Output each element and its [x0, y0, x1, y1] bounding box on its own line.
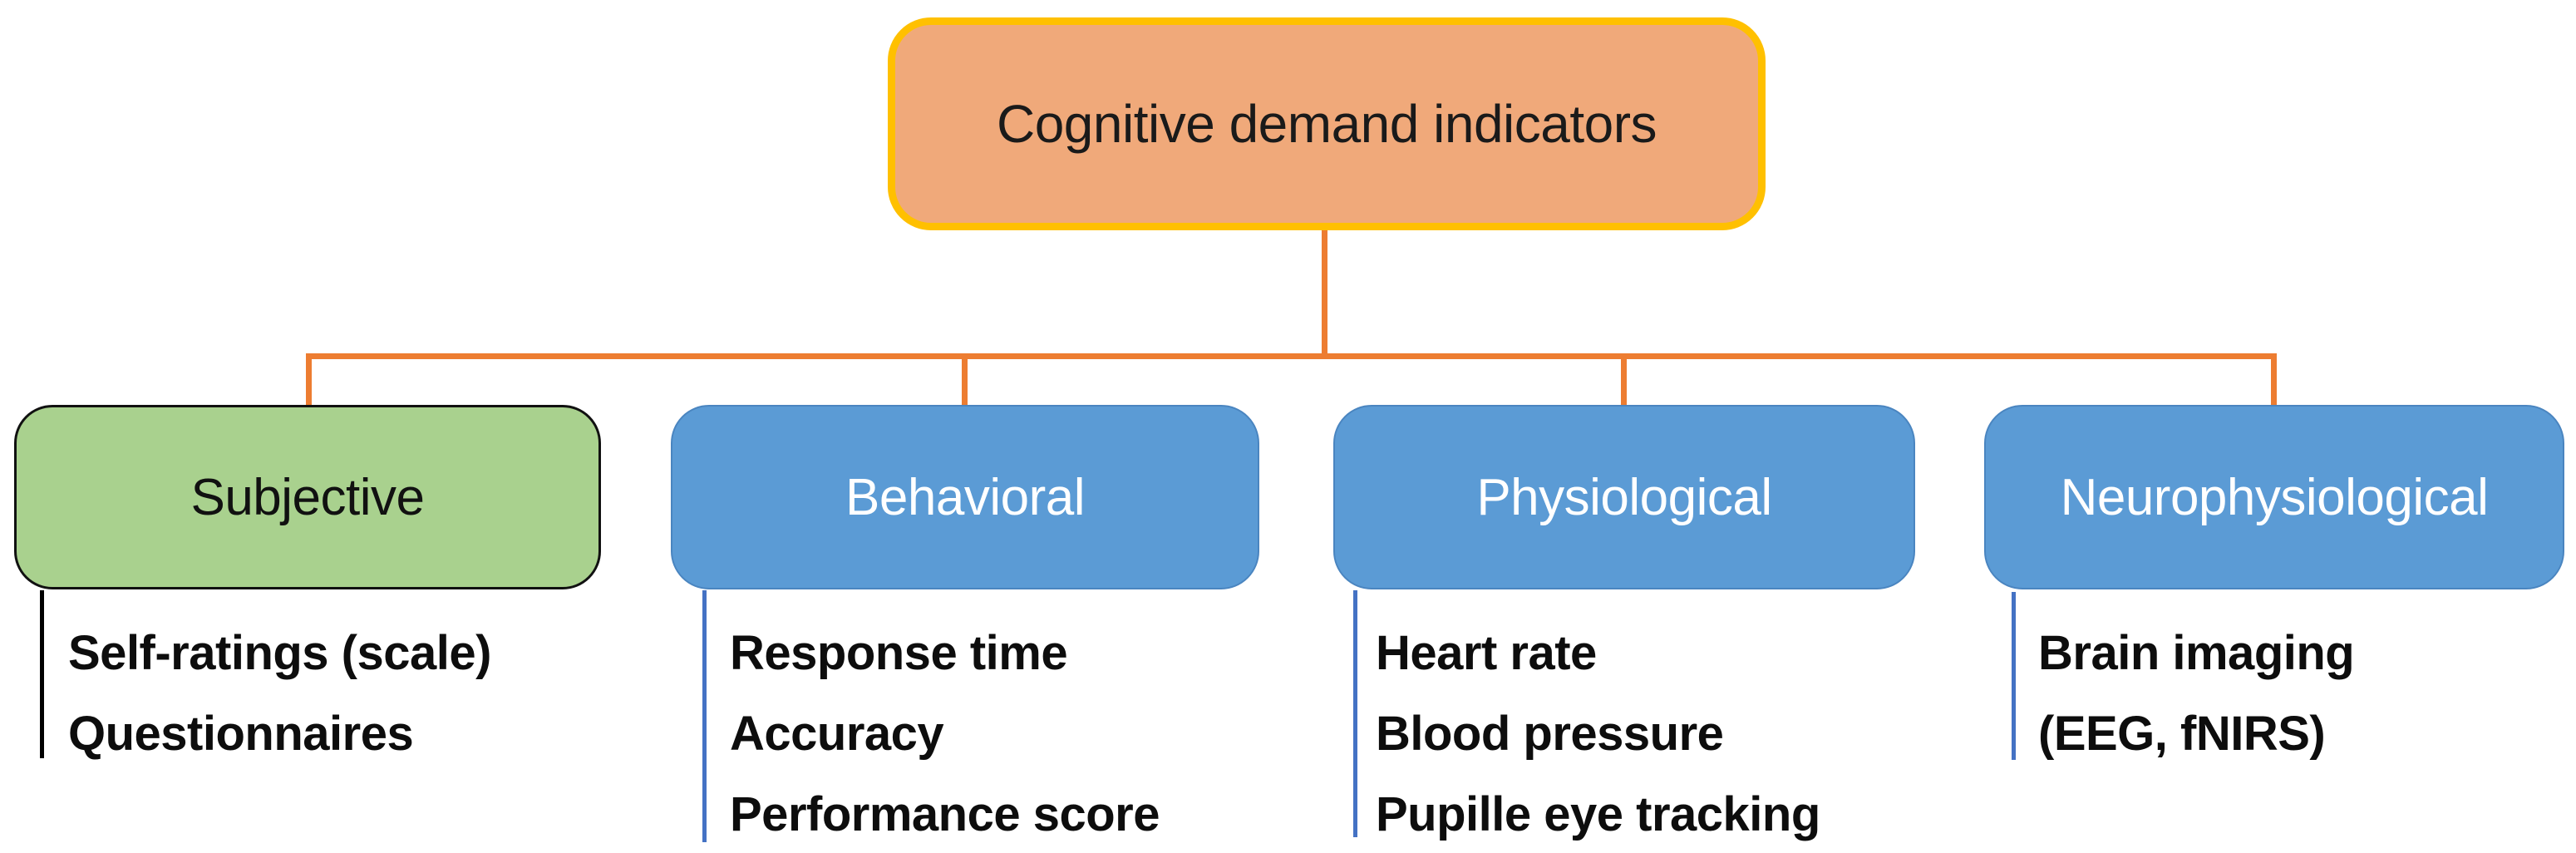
- list-item: Questionnaires: [68, 707, 414, 761]
- list-item: Blood pressure: [1376, 707, 1724, 761]
- list-item: Response time: [730, 626, 1068, 680]
- connector-drop-neurophysiological: [2271, 357, 2277, 406]
- indicator-list-behavioral: Response time Accuracy Performance score: [730, 613, 1160, 853]
- list-item: Self-ratings (scale): [68, 626, 491, 680]
- indicator-list-subjective: Self-ratings (scale) Questionnaires: [68, 613, 491, 774]
- connector-drop-physiological: [1621, 357, 1627, 406]
- list-item: Brain imaging: [2038, 626, 2355, 680]
- indicator-list-neurophysiological: Brain imaging (EEG, fNIRS): [2038, 613, 2355, 774]
- list-item: (EEG, fNIRS): [2038, 707, 2326, 761]
- branch-node-label: Physiological: [1476, 468, 1772, 526]
- connector-drop-subjective: [306, 357, 312, 406]
- list-item: Performance score: [730, 787, 1160, 841]
- branch-node-behavioral: Behavioral: [671, 405, 1259, 589]
- list-rule-physiological: [1353, 590, 1357, 837]
- connector-root-stem: [1322, 230, 1327, 353]
- branch-node-label: Neurophysiological: [2060, 468, 2489, 526]
- list-item: Heart rate: [1376, 626, 1597, 680]
- root-node-label: Cognitive demand indicators: [996, 94, 1657, 154]
- list-item: Pupille eye tracking: [1376, 787, 1820, 841]
- list-rule-subjective: [40, 590, 44, 758]
- branch-node-physiological: Physiological: [1333, 405, 1915, 589]
- connector-drop-behavioral: [962, 357, 968, 406]
- branch-node-label: Behavioral: [845, 468, 1085, 526]
- connector-horizontal-rail: [306, 353, 2277, 359]
- root-node-cognitive-demand-indicators: Cognitive demand indicators: [888, 17, 1766, 230]
- branch-node-label: Subjective: [190, 468, 425, 526]
- branch-node-subjective: Subjective: [14, 405, 601, 589]
- indicator-list-physiological: Heart rate Blood pressure Pupille eye tr…: [1376, 613, 1820, 853]
- list-rule-behavioral: [702, 590, 707, 842]
- branch-node-neurophysiological: Neurophysiological: [1984, 405, 2564, 589]
- list-rule-neurophysiological: [2012, 592, 2016, 760]
- list-item: Accuracy: [730, 707, 944, 761]
